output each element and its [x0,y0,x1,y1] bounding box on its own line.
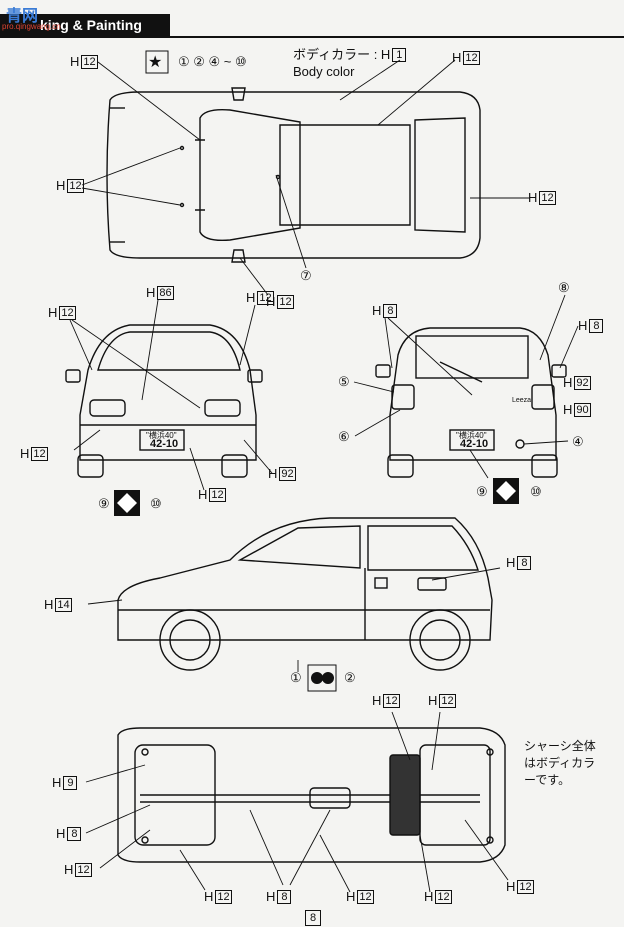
chassis-note-line3: ーです。 [524,773,571,787]
chassis-note-line2: はボディカラ [524,756,596,770]
rear-badge: Leeza [512,397,532,404]
chassis-note-line1: シャーシ全体 [524,739,596,753]
legend-items: ① ② ④ ~ ⑩ [178,54,247,69]
logo-subtext: pro.qingwang.cn [2,22,61,31]
decal-symbols [114,50,519,692]
chassis-note: シャーシ全体 はボディカラ ーです。 [524,738,596,789]
side-decal-1: ① [290,670,302,685]
under-view-chassis [117,727,506,863]
body-color-jp: ボディカラー : H [293,47,391,62]
front-plate-num: 42-10 [150,438,179,450]
site-logo: 青网 pro.qingwang.cn [0,0,80,36]
body-color-code: 1 [392,48,407,62]
logo-text: 青网 [6,8,39,25]
page-number: 8 [305,910,321,926]
rear-callout-6: ⑥ [338,429,350,444]
side-decal-2: ② [344,670,356,685]
callout-7: ⑦ [300,268,312,283]
star-icon: ★ [148,54,163,71]
rear-plate-top: "横浜40" [456,431,487,440]
side-view-car [117,517,493,671]
rear-decal-10: ⑩ [530,484,542,499]
top-view-car [106,87,481,263]
header-bar: king & Painting [0,14,624,38]
rear-decal-9: ⑨ [476,484,488,499]
front-view-car [65,324,263,478]
rear-callout-4: ④ [572,434,584,449]
front-decal-10: ⑩ [150,496,162,511]
body-color-en: Body color [293,64,355,79]
rear-view-car [375,327,567,478]
rear-plate-num: 42-10 [460,438,489,450]
front-decal-9: ⑨ [98,496,110,511]
rear-callout-5: ⑤ [338,374,350,389]
header-title: king & Painting [40,17,142,33]
front-plate-top: "横浜40" [146,431,177,440]
rear-callout-8: ⑧ [558,280,570,295]
header-title-bg [0,14,170,36]
